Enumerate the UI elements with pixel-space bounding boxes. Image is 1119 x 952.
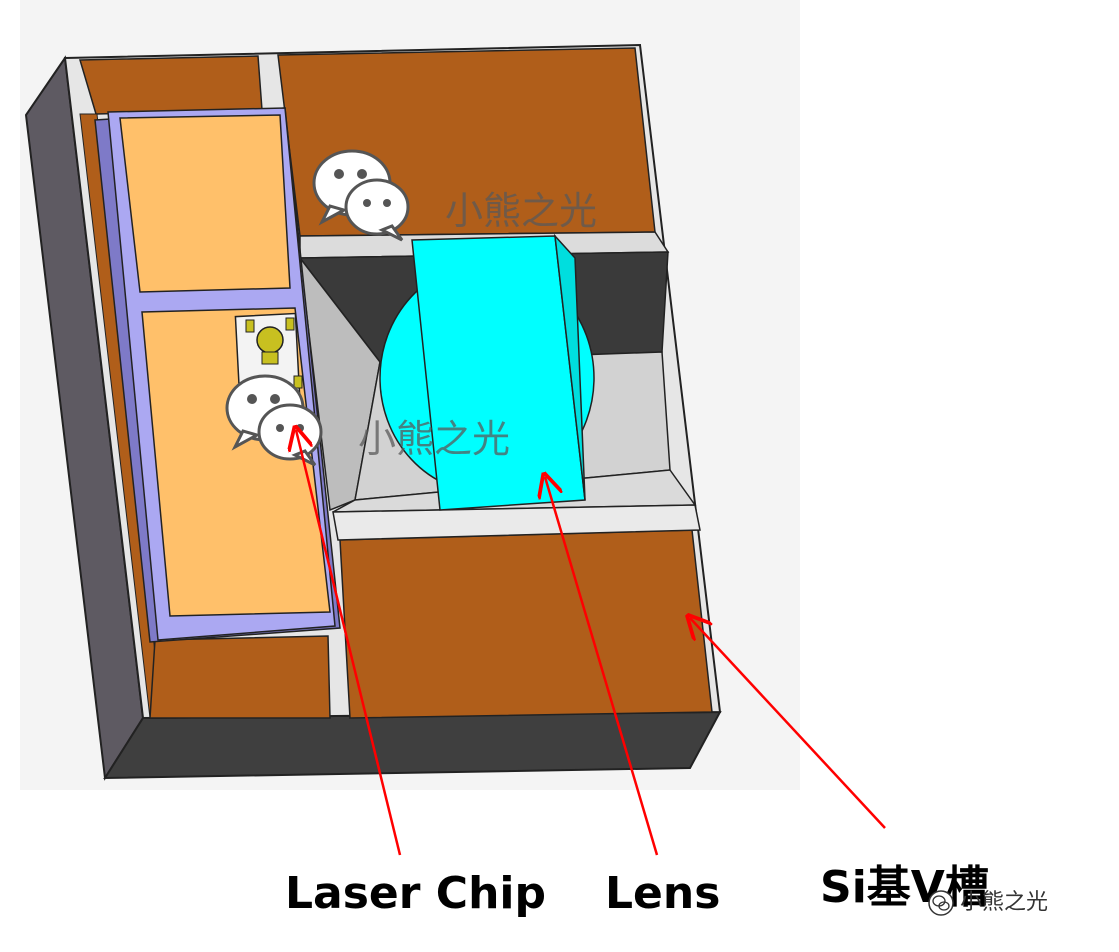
label-lens: Lens [605,868,721,919]
laser-chip-contact-right [285,317,295,331]
footer-watermark-text: 小熊之光 [960,890,1049,915]
copper-pad-bottom-left [149,635,331,719]
label-si-v-groove: Si基V槽 [820,862,989,913]
watermark-text: 小熊之光 [445,189,598,233]
copper-pad-top-left [79,55,263,115]
v-groove-front-step [332,504,701,541]
substrate-front-face [103,710,722,780]
lens [379,233,595,511]
copper-pad-bottom-right [339,529,713,719]
label-laser-chip: Laser Chip [285,868,546,919]
lens-block-side [553,233,586,501]
arrow-si-v-groove [690,618,886,829]
watermark-text: 小熊之光 [358,417,511,461]
chip-pad-upper [119,114,291,293]
laser-chip-bondpad [256,326,284,354]
arrow-lens [545,477,659,856]
laser-chip-bondpad-neck [261,351,279,365]
wechat-icon [312,149,410,242]
laser-chip-contact-left [245,319,255,333]
footer-wechat-icon [928,890,954,916]
laser-chip-contact-lower [293,375,303,389]
arrow-laser-chip [296,430,402,856]
